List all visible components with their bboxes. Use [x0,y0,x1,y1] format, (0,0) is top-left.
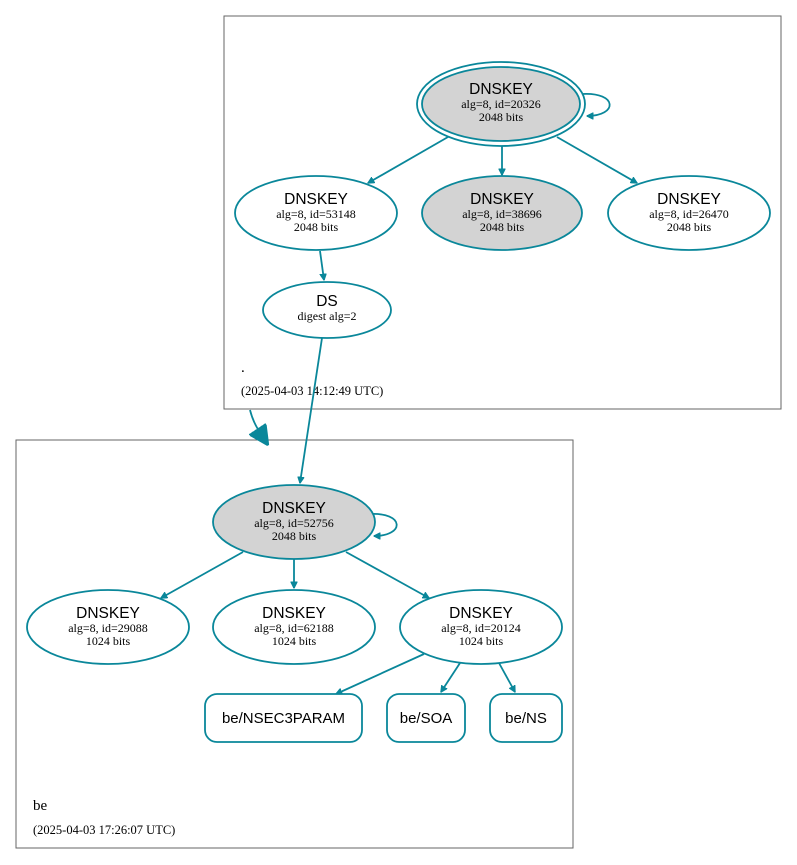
zone-root-border [223,15,782,410]
edge-53148-to-ds [319,250,324,280]
ds-digest-alg: digest alg=2 [297,309,356,323]
dnskey-38696-title: DNSKEY [470,191,534,208]
edge-ds-to-52756 [300,337,323,483]
zone-root-timestamp: (2025-04-03 14:12:49 UTC) [241,384,383,398]
edge-52756-to-20124 [345,551,429,599]
dnskey-20124-title: DNSKEY [449,605,513,622]
edge-20124-to-ns [498,662,516,692]
edge-20124-to-nsec3param [336,653,425,694]
rrset-soa-label: be/SOA [400,710,453,727]
dnskey-29088-size: 1024 bits [86,634,131,648]
dnskey-52756-size: 2048 bits [272,529,317,543]
rrset-soa[interactable]: be/SOA [386,693,466,743]
edge-20326-to-26470 [556,136,637,184]
edge-52756-to-29088 [161,551,244,599]
edges-root [319,93,637,280]
dnskey-29088-alg-id: alg=8, id=29088 [68,621,148,635]
dnskey-52756-alg-id: alg=8, id=52756 [254,516,334,530]
dnskey-29088-ellipse [26,589,190,665]
dnskey-53148-title: DNSKEY [284,191,348,208]
dnskey-29088-title: DNSKEY [76,605,140,622]
dnskey-26470-title: DNSKEY [657,191,721,208]
dnskey-node-62188[interactable]: DNSKEY alg=8, id=62188 1024 bits [212,589,376,665]
dnskey-node-20326[interactable]: DNSKEY alg=8, id=20326 2048 bits [416,61,586,147]
ds-ellipse [262,281,392,339]
dnskey-38696-size: 2048 bits [480,220,525,234]
rrset-ns-box [489,693,563,743]
zone-root-name: . [241,360,245,376]
dnskey-52756-ellipse [212,484,376,560]
dnskey-node-20124[interactable]: DNSKEY alg=8, id=20124 1024 bits [399,589,563,665]
dnskey-62188-ellipse [212,589,376,665]
dnskey-38696-alg-id: alg=8, id=38696 [462,207,542,221]
rrset-nsec3param[interactable]: be/NSEC3PARAM [204,693,363,743]
dnskey-52756-title: DNSKEY [262,500,326,517]
dnskey-node-38696[interactable]: DNSKEY alg=8, id=38696 2048 bits [421,175,583,251]
dnskey-62188-size: 1024 bits [272,634,317,648]
zone-root: . (2025-04-03 14:12:49 UTC) [223,15,782,410]
edge-20124-to-soa [441,662,461,692]
dnskey-53148-size: 2048 bits [294,220,339,234]
dnskey-53148-alg-id: alg=8, id=53148 [276,207,356,221]
dnskey-26470-ellipse [607,175,771,251]
ds-node[interactable]: DS digest alg=2 [262,281,392,339]
rrset-ns-label: be/NS [505,710,547,727]
zone-be-name: be [33,798,48,814]
dnskey-node-29088[interactable]: DNSKEY alg=8, id=29088 1024 bits [26,589,190,665]
dnskey-node-26470[interactable]: DNSKEY alg=8, id=26470 2048 bits [607,175,771,251]
rrset-nsec3param-box [204,693,363,743]
rrset-ns[interactable]: be/NS [489,693,563,743]
dnskey-38696-ellipse [421,175,583,251]
dnskey-20326-alg-id: alg=8, id=20326 [461,97,541,111]
self-sign-edge-20326 [581,93,611,116]
dnskey-62188-title: DNSKEY [262,605,326,622]
rrset-soa-box [386,693,466,743]
edges-be [161,513,516,694]
dnskey-20326-size: 2048 bits [479,110,524,124]
self-sign-edge-52756 [368,513,398,536]
dnskey-20326-title: DNSKEY [469,81,533,98]
dnskey-node-52756[interactable]: DNSKEY alg=8, id=52756 2048 bits [212,484,376,560]
dnskey-62188-alg-id: alg=8, id=62188 [254,621,334,635]
dnskey-20124-ellipse [399,589,563,665]
zone-be-border [15,439,574,849]
edge-20326-to-53148 [368,136,449,184]
rrset-nsec3param-label: be/NSEC3PARAM [222,710,345,727]
dnskey-26470-size: 2048 bits [667,220,712,234]
dnskey-node-53148[interactable]: DNSKEY alg=8, id=53148 2048 bits [234,175,398,251]
ds-title: DS [316,293,338,310]
delegation-arrow [250,409,266,442]
dnskey-53148-ellipse [234,175,398,251]
zone-be-timestamp: (2025-04-03 17:26:07 UTC) [33,823,175,837]
zone-be: be (2025-04-03 17:26:07 UTC) [15,439,574,849]
dnskey-20326-ellipse [421,66,581,142]
dnskey-26470-alg-id: alg=8, id=26470 [649,207,729,221]
dnskey-20124-size: 1024 bits [459,634,504,648]
dnskey-20124-alg-id: alg=8, id=20124 [441,621,521,635]
